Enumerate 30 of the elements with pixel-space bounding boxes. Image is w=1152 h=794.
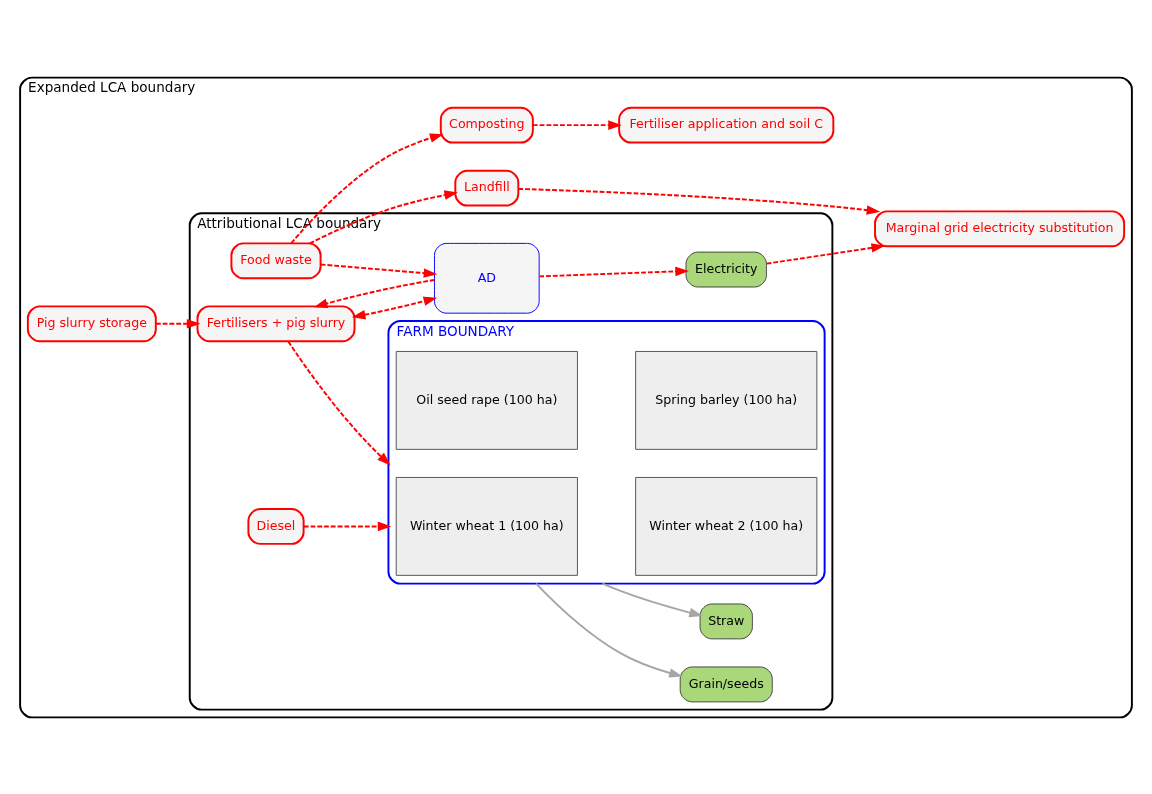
- arrow: [308, 189, 458, 244]
- node-box: Food waste: [230, 241, 322, 279]
- arrow: [155, 318, 201, 329]
- node-box: Landfill: [454, 169, 520, 207]
- arrow: [351, 296, 438, 319]
- arrow: [287, 340, 391, 465]
- arrow: [290, 133, 444, 244]
- node-box: Composting: [439, 106, 534, 144]
- arrow: [319, 263, 438, 278]
- node-box: Oil seed rape (100 ha): [395, 350, 578, 450]
- node-box: Winter wheat 2 (100 ha): [635, 476, 818, 576]
- node-box: Straw: [699, 602, 753, 639]
- arrow: [532, 119, 622, 130]
- node-box: Marginal grid electricity substitution: [874, 209, 1126, 247]
- node-box: Pig slurry storage: [26, 304, 157, 342]
- node-box: Grain/seeds: [679, 665, 773, 702]
- arrow: [517, 187, 881, 215]
- arrow: [765, 242, 886, 265]
- node-box: Fertilisers + pig slurry: [196, 304, 356, 342]
- node-box: AD: [434, 242, 540, 314]
- arrow: [538, 266, 689, 277]
- arrow: [535, 582, 683, 678]
- node-box: Winter wheat 1 (100 ha): [395, 476, 578, 576]
- node-box: Spring barley (100 ha): [635, 350, 818, 450]
- arrow: [601, 582, 703, 617]
- node-box: Electricity: [685, 251, 767, 287]
- arrow: [313, 278, 436, 308]
- node-box: Diesel: [247, 507, 305, 545]
- arrow: [302, 521, 392, 531]
- node-box: Fertiliser application and soil C: [618, 106, 835, 144]
